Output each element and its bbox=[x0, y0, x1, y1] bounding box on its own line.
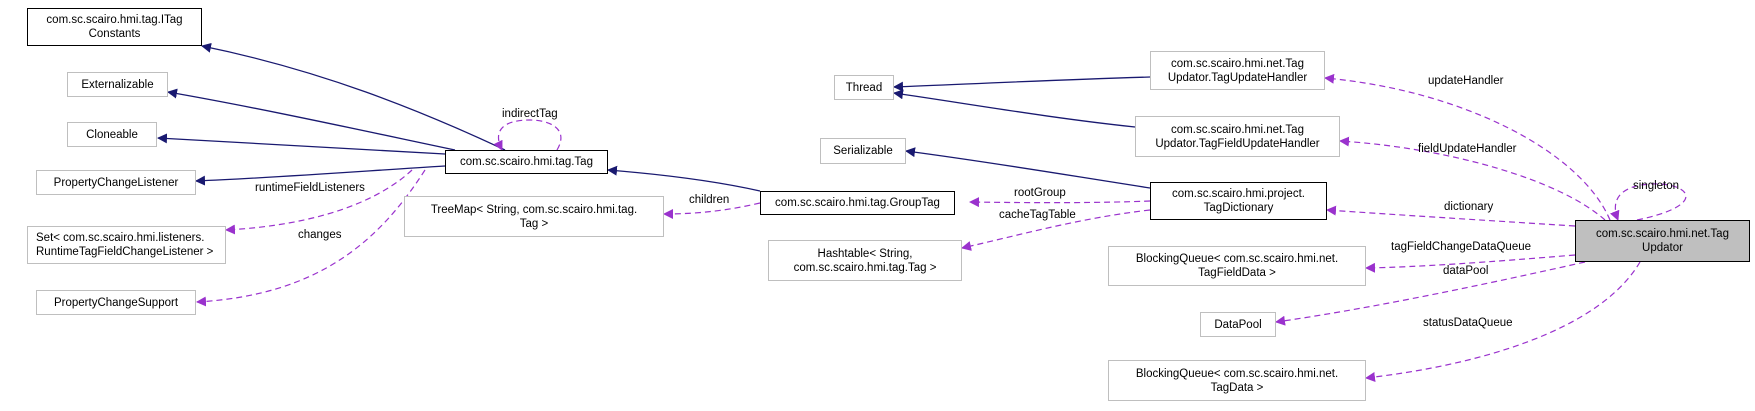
label-indirect-tag: indirectTag bbox=[502, 108, 558, 120]
node-group-tag[interactable]: com.sc.scairo.hmi.tag.GroupTag bbox=[760, 191, 955, 215]
edge-tag-updator-tag-field-change-data-queue bbox=[1365, 254, 1576, 273]
label-field-update-handler: fieldUpdateHandler bbox=[1418, 143, 1517, 155]
node-tag-label: com.sc.scairo.hmi.tag.Tag bbox=[460, 156, 593, 168]
node-blocking-queue-field-line-2: TagFieldData > bbox=[1198, 267, 1276, 279]
node-itag-constants-line-2: Constants bbox=[88, 28, 141, 40]
node-tag-dictionary-line-2: TagDictionary bbox=[1203, 202, 1274, 214]
node-blocking-queue-field-line-1: BlockingQueue< com.sc.scairo.hmi.net. bbox=[1135, 253, 1339, 265]
node-thread: Thread bbox=[834, 75, 894, 100]
edge-tag-to-property-change-listener bbox=[195, 165, 446, 186]
label-update-handler: updateHandler bbox=[1428, 75, 1504, 87]
node-tag-update-handler-line-2: Updator.TagUpdateHandler bbox=[1167, 71, 1308, 84]
node-hashtable: Hashtable< String, com.sc.scairo.hmi.tag… bbox=[768, 240, 962, 281]
label-dictionary: dictionary bbox=[1444, 201, 1494, 213]
node-serializable: Serializable bbox=[820, 138, 906, 164]
node-serializable-label: Serializable bbox=[833, 145, 893, 157]
node-externalizable-label: Externalizable bbox=[81, 78, 154, 91]
node-property-change-support-label: PropertyChangeSupport bbox=[53, 296, 179, 309]
node-data-pool-label: DataPool bbox=[1214, 318, 1262, 331]
node-data-pool: DataPool bbox=[1200, 312, 1276, 337]
label-runtime-field-listeners: runtimeFieldListeners bbox=[255, 182, 365, 194]
edge-tag-dictionary-to-serializable bbox=[905, 147, 1151, 189]
label-status-data-queue: statusDataQueue bbox=[1423, 317, 1513, 329]
node-blocking-queue-field: BlockingQueue< com.sc.scairo.hmi.net. Ta… bbox=[1108, 246, 1366, 286]
node-property-change-support: PropertyChangeSupport bbox=[36, 290, 196, 315]
node-tag-updator-line-1: com.sc.scairo.hmi.net.Tag bbox=[1596, 228, 1729, 240]
node-tag-dictionary-line-1: com.sc.scairo.hmi.project. bbox=[1172, 188, 1305, 200]
edge-tag-field-update-handler-to-thread bbox=[893, 89, 1136, 128]
node-itag-constants[interactable]: com.sc.scairo.hmi.tag.ITag Constants bbox=[27, 8, 202, 46]
node-runtime-listener-set: Set< com.sc.scairo.hmi.listeners. Runtim… bbox=[27, 226, 226, 264]
node-tag[interactable]: com.sc.scairo.hmi.tag.Tag bbox=[445, 150, 608, 174]
label-root-group: rootGroup bbox=[1014, 187, 1066, 199]
edge-tag-updator-dictionary bbox=[1326, 205, 1576, 227]
edge-tag-updator-singleton bbox=[1610, 183, 1687, 221]
node-cloneable: Cloneable bbox=[67, 122, 157, 147]
label-children: children bbox=[689, 194, 730, 206]
edge-tag-updator-data-pool bbox=[1275, 261, 1586, 326]
node-treemap-line-2: Tag > bbox=[519, 217, 549, 230]
node-thread-label: Thread bbox=[845, 81, 883, 94]
node-tag-field-update-handler-line-2: Updator.TagFieldUpdateHandler bbox=[1155, 137, 1320, 150]
edge-tag-indirect-tag bbox=[493, 119, 562, 151]
node-hashtable-line-2: com.sc.scairo.hmi.tag.Tag > bbox=[793, 261, 937, 274]
node-property-change-listener: PropertyChangeListener bbox=[36, 170, 196, 195]
node-externalizable: Externalizable bbox=[67, 72, 168, 97]
label-singleton: singleton bbox=[1633, 180, 1680, 192]
node-runtime-listener-set-line-2: RuntimeTagFieldChangeListener > bbox=[36, 246, 214, 258]
node-treemap-line-1: TreeMap< String, com.sc.scairo.hmi.tag. bbox=[430, 203, 638, 216]
label-cache-tag-table: cacheTagTable bbox=[999, 209, 1076, 221]
node-tag-field-update-handler-line-1: com.sc.scairo.hmi.net.Tag bbox=[1171, 123, 1304, 136]
node-blocking-queue-status-line-1: BlockingQueue< com.sc.scairo.hmi.net. bbox=[1135, 367, 1339, 380]
edge-tag-update-handler-to-thread bbox=[893, 76, 1151, 92]
node-tag-update-handler: com.sc.scairo.hmi.net.Tag Updator.TagUpd… bbox=[1150, 51, 1325, 90]
node-runtime-listener-set-line-1: Set< com.sc.scairo.hmi.listeners. bbox=[36, 232, 205, 244]
node-tag-updator: com.sc.scairo.hmi.net.Tag Updator bbox=[1575, 220, 1750, 262]
node-itag-constants-line-1: com.sc.scairo.hmi.tag.ITag bbox=[46, 14, 183, 26]
node-tag-dictionary[interactable]: com.sc.scairo.hmi.project. TagDictionary bbox=[1150, 182, 1327, 220]
node-property-change-listener-label: PropertyChangeListener bbox=[53, 176, 179, 189]
node-group-tag-label: com.sc.scairo.hmi.tag.GroupTag bbox=[775, 197, 940, 209]
node-tag-updator-line-2: Updator bbox=[1642, 242, 1683, 254]
node-blocking-queue-status: BlockingQueue< com.sc.scairo.hmi.net. Ta… bbox=[1108, 360, 1366, 401]
edge-tag-to-cloneable bbox=[157, 133, 446, 155]
label-data-pool: dataPool bbox=[1443, 265, 1489, 277]
node-hashtable-line-1: Hashtable< String, bbox=[817, 247, 913, 260]
node-tag-field-update-handler: com.sc.scairo.hmi.net.Tag Updator.TagFie… bbox=[1135, 116, 1340, 157]
edge-tag-dictionary-cache-tag-table bbox=[961, 209, 1151, 251]
edge-tag-runtime-field-listeners bbox=[225, 169, 413, 235]
edge-tag-to-externalizable bbox=[167, 88, 456, 151]
edge-tag-to-itag-constants bbox=[201, 42, 506, 151]
edge-group-tag-to-tag bbox=[607, 165, 761, 192]
edge-tag-changes bbox=[196, 169, 426, 307]
edge-tag-updator-status-data-queue bbox=[1365, 261, 1641, 382]
node-tag-update-handler-line-1: com.sc.scairo.hmi.net.Tag bbox=[1171, 57, 1304, 70]
node-cloneable-label: Cloneable bbox=[86, 128, 138, 141]
label-changes: changes bbox=[298, 229, 342, 241]
node-treemap: TreeMap< String, com.sc.scairo.hmi.tag. … bbox=[404, 196, 664, 237]
edge-tag-dictionary-root-group bbox=[969, 197, 1151, 208]
label-tag-field-change-data-queue: tagFieldChangeDataQueue bbox=[1391, 241, 1532, 253]
edge-tag-updator-field-update-handler bbox=[1339, 136, 1606, 221]
node-blocking-queue-status-line-2: TagData > bbox=[1210, 381, 1264, 394]
edge-tag-updator-update-handler bbox=[1324, 73, 1611, 221]
